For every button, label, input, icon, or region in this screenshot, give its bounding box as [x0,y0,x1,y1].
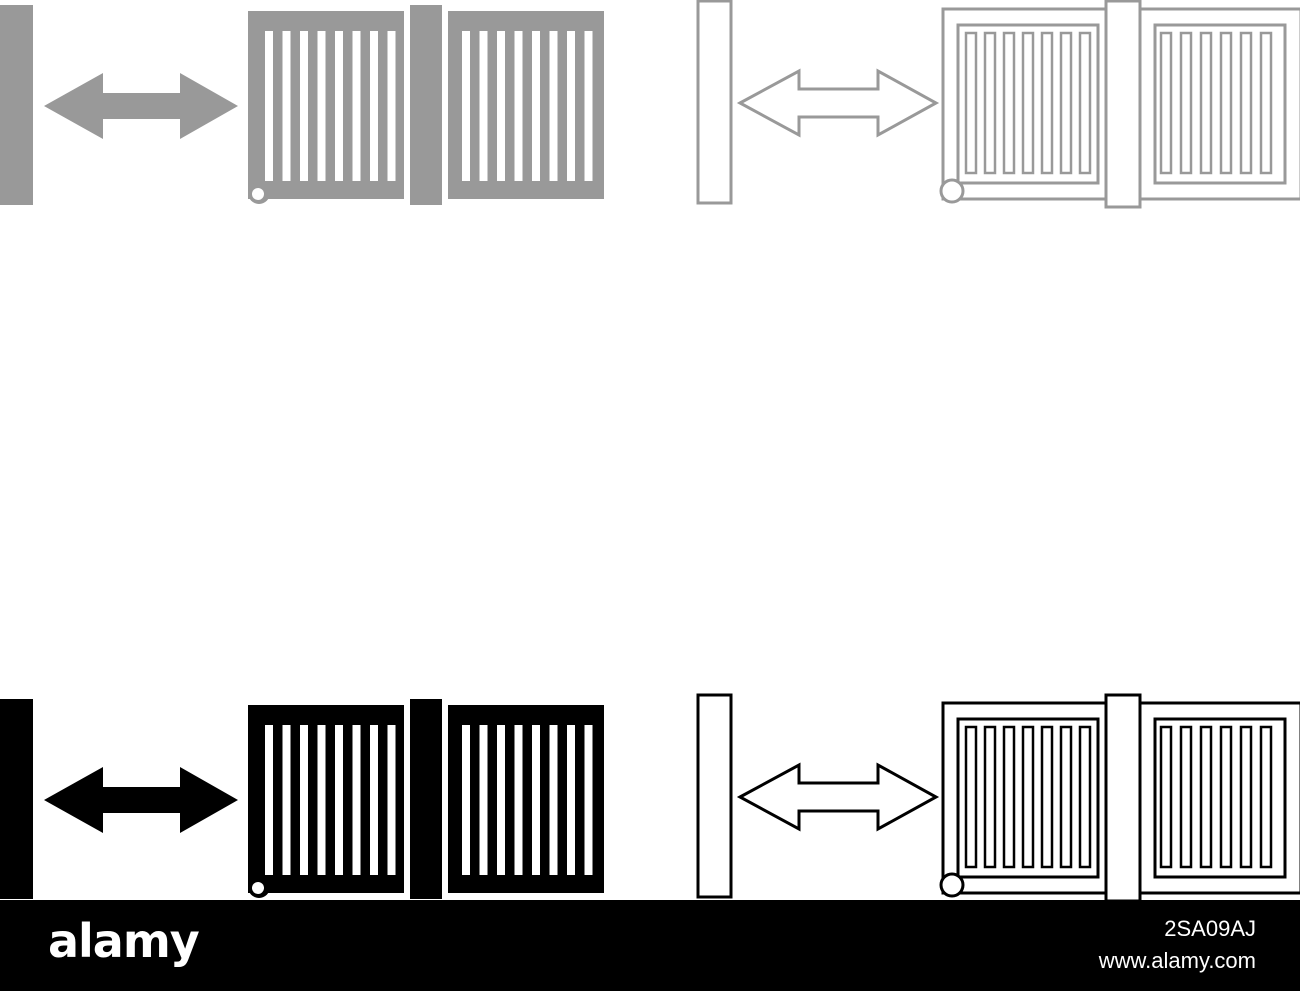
gate-bar [462,31,470,181]
gate-bar [352,31,361,181]
wheel [939,872,965,898]
gate-center-post [410,699,442,899]
gate-bar [282,725,291,875]
gate-bar [265,725,273,875]
gate-bar [1199,725,1213,869]
gate-bar [584,31,593,181]
gate-panel-right [448,11,604,199]
gate-bar [1239,725,1253,869]
gate-bar [584,725,593,875]
gate-bar [1040,31,1054,175]
gate-bar [532,31,540,181]
gate-bar [514,725,523,875]
gate-bar [335,725,343,875]
double-arrow-shape [736,68,940,138]
wheel-inner [252,882,264,894]
gate-bar [1259,31,1273,175]
watermark-footer: alamy 2SA09AJ www.alamy.com [0,900,1300,991]
gate-panel-right [1153,717,1287,879]
gate-bar [1059,31,1073,175]
gate-bar [964,31,978,175]
gate-bar [1219,31,1233,175]
sliding-gate-glyph-icon-black [0,699,604,899]
double-arrow-shape [44,767,238,833]
gate-bar [1159,725,1173,869]
gate-center-post [410,5,442,205]
double-arrow-shape [44,73,238,139]
double-arrow-shape [736,762,940,832]
gate-panel-left [956,23,1100,185]
gate-bar [497,725,505,875]
gate-bar [567,31,575,181]
sliding-gate-glyph-icon-gray [0,5,604,205]
gate-bar [282,31,291,181]
gate-bar [300,31,308,181]
post-shape [0,699,33,899]
gate-bar [1078,725,1092,869]
gate-bar [549,31,558,181]
icon-set-canvas [0,0,1300,900]
gate-bar [983,31,997,175]
post-shape [0,5,33,205]
gate-bar [964,725,978,869]
gate-bar [265,31,273,181]
gate-bar [1239,31,1253,175]
gate-bar [514,31,523,181]
gate-panel-left [956,717,1100,879]
gate-bar [335,31,343,181]
gate-bar [317,31,326,181]
gate-bar [1002,725,1016,869]
gate-bar [532,725,540,875]
gate-bar [1199,31,1213,175]
gate-bar [1159,31,1173,175]
gate-bar [300,725,308,875]
gate-bar [387,31,396,181]
gate-bar [1078,31,1092,175]
gate-bar [1179,725,1193,869]
gate-bar [370,31,378,181]
gate-bar [479,31,488,181]
post-shape [696,693,733,899]
gate-bar [983,725,997,869]
gate-panel-right [448,705,604,893]
gate-panel-right [1153,23,1287,185]
gate-center-post [1104,693,1142,900]
gate-bar [462,725,470,875]
gate-bar [1179,31,1193,175]
gate-bar [1059,725,1073,869]
gate-bar [479,725,488,875]
gate-bar [1219,725,1233,869]
alamy-logo: alamy [48,914,200,968]
wheel-inner [252,188,264,200]
gate-bar [567,725,575,875]
gate-bar [370,725,378,875]
gate-bar [317,725,326,875]
gate-bar [387,725,396,875]
gate-bar [352,725,361,875]
image-id-label: 2SA09AJ [1164,916,1256,941]
gate-bar [1002,31,1016,175]
gate-bar [1021,725,1035,869]
sliding-gate-outline-icon-gray [696,0,1300,209]
gate-bar [549,725,558,875]
gate-center-post [1104,0,1142,209]
gate-bar [1021,31,1035,175]
sliding-gate-outline-icon-black [696,693,1300,900]
wheel [939,178,965,204]
site-url-label: www.alamy.com [1098,948,1256,973]
gate-bar [1040,725,1054,869]
gate-bar [497,31,505,181]
gate-bar [1259,725,1273,869]
post-shape [696,0,733,205]
